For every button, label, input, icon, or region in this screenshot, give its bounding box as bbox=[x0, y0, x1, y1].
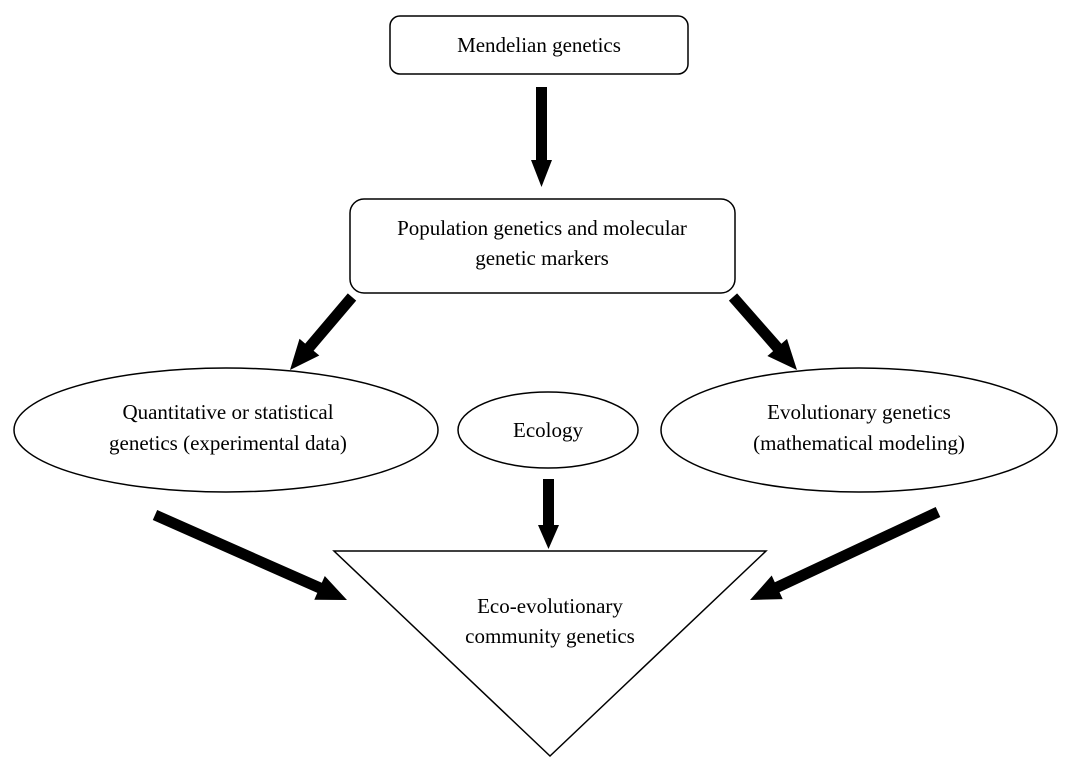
node-population-genetics: Population genetics and molecular geneti… bbox=[349, 198, 736, 294]
arrow-evolutionary-to-eco-evolutionary bbox=[750, 507, 941, 600]
node-population-label-line2: genetic markers bbox=[475, 246, 609, 270]
node-eco-evolutionary-community-genetics: Eco-evolutionary community genetics bbox=[332, 550, 768, 758]
node-ecology: Ecology bbox=[457, 391, 639, 469]
node-quantitative-genetics: Quantitative or statistical genetics (ex… bbox=[13, 367, 439, 493]
node-evolutionary-label-line2: (mathematical modeling) bbox=[753, 431, 965, 455]
arrow-population-to-evolutionary bbox=[728, 293, 797, 370]
node-eco-evolutionary-label-line2: community genetics bbox=[465, 624, 635, 648]
node-evolutionary-ellipse bbox=[660, 367, 1058, 493]
node-ecology-label: Ecology bbox=[513, 418, 583, 442]
node-quantitative-label-line1: Quantitative or statistical bbox=[122, 400, 333, 424]
node-evolutionary-label-line1: Evolutionary genetics bbox=[767, 400, 951, 424]
node-quantitative-ellipse bbox=[13, 367, 439, 493]
node-mendelian-box bbox=[389, 15, 689, 75]
node-evolutionary-genetics: Evolutionary genetics (mathematical mode… bbox=[660, 367, 1058, 493]
node-mendelian-label: Mendelian genetics bbox=[457, 33, 621, 57]
node-eco-evolutionary-triangle bbox=[332, 550, 768, 758]
edges-group bbox=[152, 87, 941, 600]
arrow-mendelian-to-population bbox=[531, 87, 552, 187]
node-ecology-ellipse bbox=[457, 391, 639, 469]
node-eco-evolutionary-label-line1: Eco-evolutionary bbox=[477, 594, 623, 618]
node-population-box bbox=[349, 198, 736, 294]
node-mendelian-genetics: Mendelian genetics bbox=[389, 15, 689, 75]
arrow-quantitative-to-eco-evolutionary bbox=[152, 510, 347, 600]
node-population-label-line1: Population genetics and molecular bbox=[397, 216, 687, 240]
node-quantitative-label-line2: genetics (experimental data) bbox=[109, 431, 347, 455]
arrow-population-to-quantitative bbox=[290, 293, 357, 370]
arrow-ecology-to-eco-evolutionary bbox=[538, 479, 559, 549]
